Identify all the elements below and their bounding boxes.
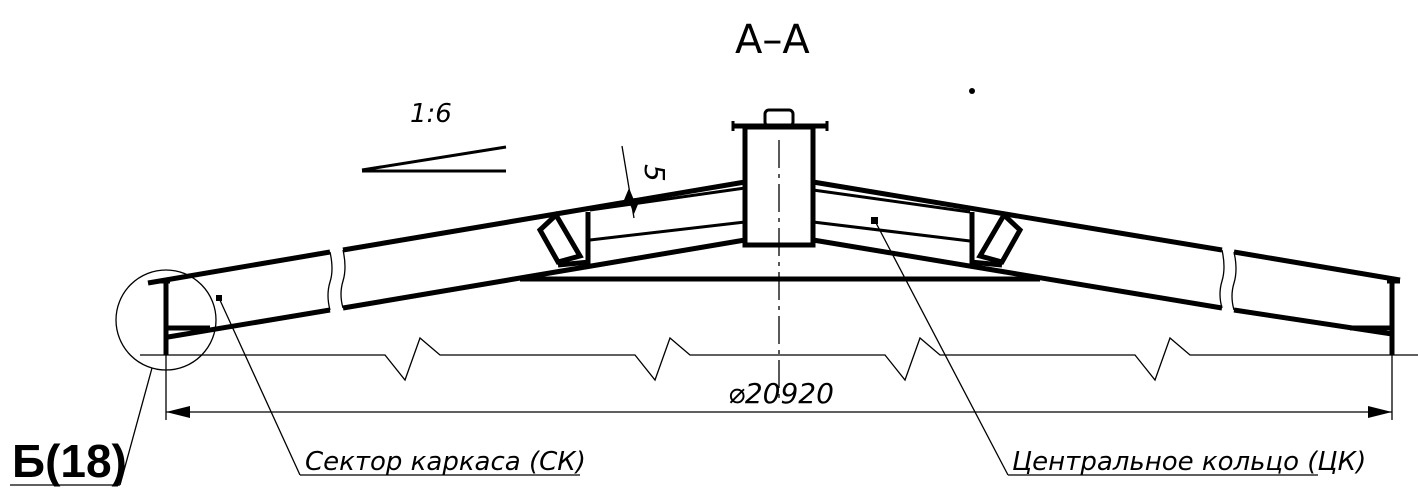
drawing-dot — [969, 88, 975, 94]
thickness-dimension: 5 — [621, 145, 671, 219]
detail-ref-label: Б(18) — [12, 435, 127, 487]
central-ring-label: Центральное кольцо (ЦК) — [1012, 447, 1366, 477]
slope-label: 1:6 — [410, 99, 452, 129]
central-ring — [731, 108, 829, 248]
slope-indicator: 1:6 — [361, 99, 507, 173]
right-roof-slope — [812, 179, 1401, 355]
section-title: А–А — [735, 17, 810, 63]
diameter-dimension: ⌀20920 — [165, 355, 1393, 420]
detail-callout-b: Б(18) — [10, 269, 217, 487]
diameter-label: ⌀20920 — [728, 377, 834, 410]
base-line-with-breaks — [140, 336, 1418, 382]
left-roof-slope — [147, 179, 746, 355]
frame-sector-label: Сектор каркаса (СК) — [305, 447, 586, 477]
thickness-label: 5 — [638, 164, 671, 182]
leader-frame-sector: Сектор каркаса (СК) — [216, 295, 586, 477]
leader-central-ring: Центральное кольцо (ЦК) — [871, 217, 1366, 477]
